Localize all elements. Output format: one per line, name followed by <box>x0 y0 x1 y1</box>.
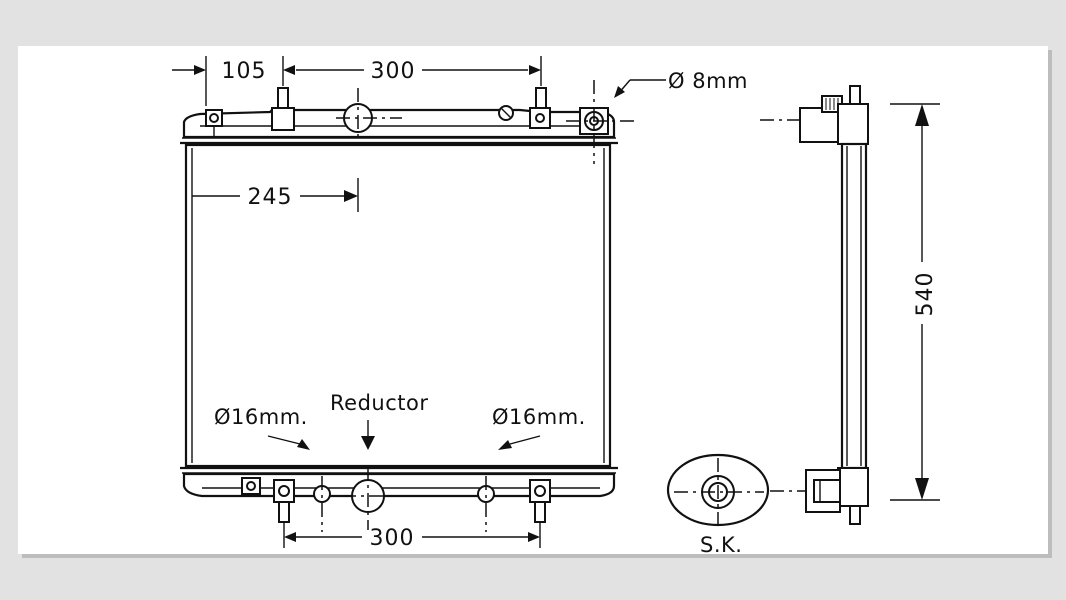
callout-sensor-arrow <box>614 86 625 98</box>
callout-left-outlet-label: Ø16mm. <box>214 405 308 429</box>
callout-sensor-label: Ø 8mm <box>668 69 748 93</box>
side-bottom-pin <box>849 505 861 525</box>
side-top-bracket <box>799 107 841 143</box>
section-label: S.K. <box>700 533 742 557</box>
callout-reductor: Reductor <box>330 391 428 450</box>
side-view <box>760 85 869 525</box>
callout-right-outlet: Ø16mm. <box>492 405 586 450</box>
callout-reductor-arrow <box>361 436 375 450</box>
top-left-pin-base <box>271 107 295 131</box>
dimension-245: 245 <box>192 178 359 212</box>
arrow-top-300-right <box>529 65 541 75</box>
bottom-right-pin-hole <box>534 485 546 497</box>
arrow-105-left <box>194 65 206 75</box>
radiator-core <box>184 143 612 468</box>
dimension-bottom-300: 300 <box>283 522 541 551</box>
arrow-bottom-300-left <box>284 532 296 542</box>
bottom-left-mount-hole <box>246 481 256 491</box>
callout-left-outlet-line <box>267 435 301 445</box>
side-top-tank <box>837 103 869 145</box>
dimension-105: 105 <box>172 56 295 106</box>
callout-left-outlet-arrow <box>297 439 310 450</box>
section-detail: S.K. <box>666 453 770 557</box>
dim-label-540: 540 <box>913 272 938 317</box>
dimension-top-300: 300 <box>296 56 542 86</box>
callout-reductor-label: Reductor <box>330 391 428 415</box>
top-left-pin <box>277 87 289 111</box>
arrow-540-bottom <box>915 478 929 500</box>
callout-right-outlet-label: Ø16mm. <box>492 405 586 429</box>
arrow-105-right <box>283 65 295 75</box>
drawing-panel <box>18 46 1048 554</box>
top-right-pin <box>535 87 547 111</box>
callout-right-outlet-arrow <box>498 440 512 450</box>
arrow-540-top <box>915 104 929 126</box>
arrow-bottom-300-right <box>528 532 540 542</box>
side-bottom-tank <box>837 467 869 507</box>
callout-left-outlet: Ø16mm. <box>214 405 310 450</box>
top-right-pin-hole <box>535 113 545 123</box>
callout-sensor: Ø 8mm <box>614 69 748 98</box>
dimension-540: 540 <box>890 103 940 501</box>
bottom-right-pin <box>534 501 546 523</box>
bottom-tank <box>182 472 616 498</box>
callout-right-outlet-line <box>509 435 541 445</box>
top-tank <box>182 108 616 139</box>
dim-label-top-300: 300 <box>371 59 416 84</box>
dim-label-105: 105 <box>222 59 267 84</box>
arrow-245 <box>344 190 358 202</box>
dim-label-245: 245 <box>248 185 293 210</box>
bottom-left-pin-hole <box>278 485 290 497</box>
top-left-mount-hole <box>209 113 219 123</box>
top-vent-fitting-slash <box>500 107 512 119</box>
side-bottom-outlet <box>813 479 841 503</box>
dim-label-bottom-300: 300 <box>370 526 415 551</box>
front-view <box>180 80 634 532</box>
bottom-left-pin <box>278 501 290 523</box>
